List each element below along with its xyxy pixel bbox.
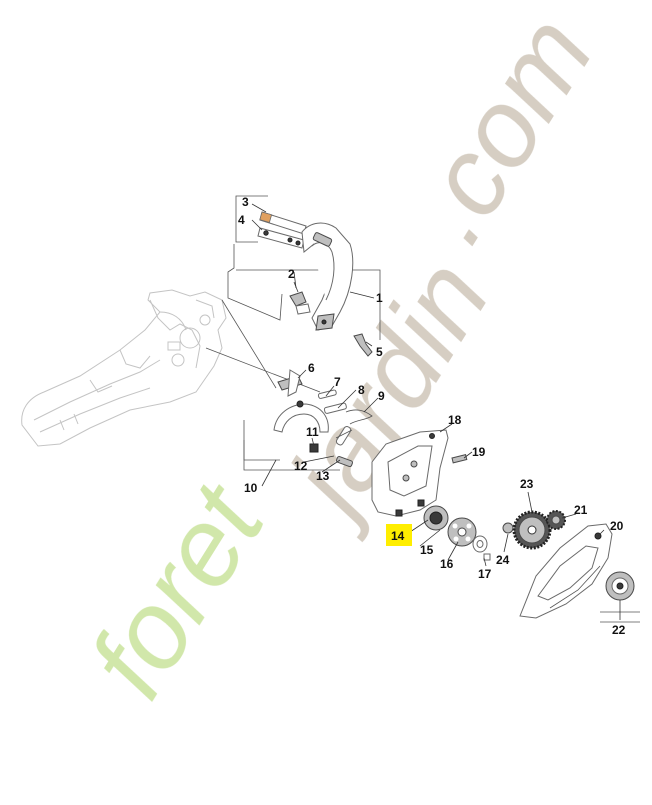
part-10-brake-band (273, 400, 329, 433)
callout-9[interactable]: 9 (378, 389, 385, 403)
part-18-cover (371, 429, 449, 517)
part-21-gear (546, 510, 566, 530)
callout-11[interactable]: 11 (306, 425, 319, 439)
callout-8[interactable]: 8 (358, 383, 365, 397)
watermark-domain: .com (386, 0, 617, 263)
callout-12[interactable]: 12 (294, 459, 308, 473)
callout-18[interactable]: 18 (448, 413, 462, 427)
part-12-spring (335, 426, 353, 446)
part-11-screw (309, 443, 319, 453)
part-16-washer (472, 535, 488, 553)
callout-3[interactable]: 3 (242, 195, 249, 209)
callout-13[interactable]: 13 (316, 469, 330, 483)
part-15-drum (447, 517, 477, 547)
callout-7[interactable]: 7 (334, 375, 341, 389)
callout-19[interactable]: 19 (472, 445, 486, 459)
part-6-lever (277, 369, 303, 397)
part-5-clip (353, 333, 373, 357)
callout-20[interactable]: 20 (610, 519, 624, 533)
part-9-spring-wire (345, 409, 373, 425)
callout-15[interactable]: 15 (420, 543, 434, 557)
callout-10[interactable]: 10 (244, 481, 258, 495)
callout-24[interactable]: 24 (496, 553, 510, 567)
callout-labels: 1 2 3 4 5 6 7 8 9 10 11 12 13 14 15 16 1… (238, 195, 626, 637)
part-24-nut (502, 522, 514, 534)
callout-6[interactable]: 6 (308, 361, 315, 375)
callout-17[interactable]: 17 (478, 567, 492, 581)
chainsaw-body-outline (21, 289, 227, 447)
callout-1[interactable]: 1 (376, 291, 383, 305)
callout-2[interactable]: 2 (288, 267, 295, 281)
part-14-clutch (395, 499, 449, 531)
part-23-sprocket (512, 510, 552, 550)
part-4-tube (257, 227, 305, 249)
part-17-nut (483, 553, 491, 561)
watermark-foret: foret (66, 462, 289, 718)
part-22-knob (605, 571, 635, 601)
callout-14[interactable]: 14 (391, 529, 405, 543)
part-20-outer-cover (519, 523, 613, 619)
callout-5[interactable]: 5 (376, 345, 383, 359)
leader-lines (251, 203, 621, 620)
highlight-box-14 (386, 524, 412, 546)
part-19-screw (451, 454, 468, 464)
callout-4[interactable]: 4 (238, 213, 245, 227)
callout-22[interactable]: 22 (612, 623, 626, 637)
callout-21[interactable]: 21 (574, 503, 588, 517)
part-1-handle (301, 222, 354, 331)
callout-23[interactable]: 23 (520, 477, 534, 491)
part-3-tube (259, 211, 307, 235)
part-2-bracket (289, 281, 311, 315)
callout-16[interactable]: 16 (440, 557, 454, 571)
part-13-pin (336, 456, 353, 468)
